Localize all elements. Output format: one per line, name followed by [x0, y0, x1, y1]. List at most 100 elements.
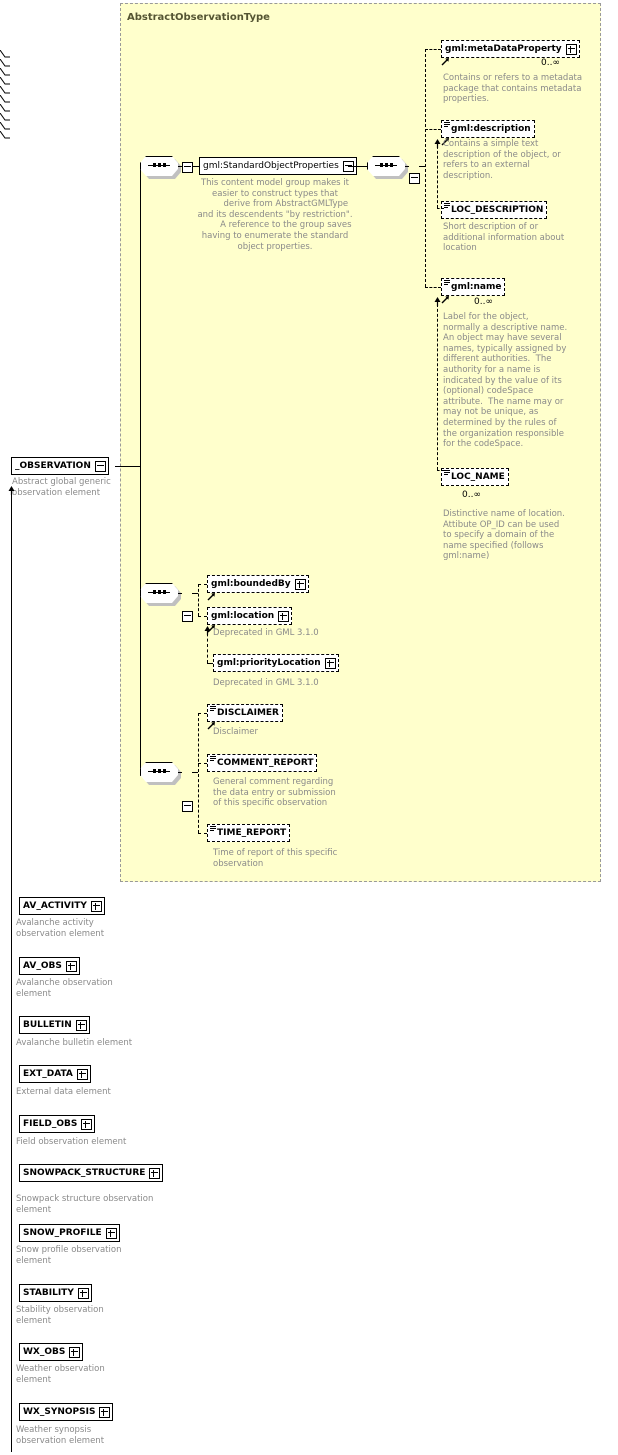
expand-plus-button[interactable] — [77, 1287, 89, 1299]
element-label: FIELD_OBS — [23, 1118, 78, 1129]
reference-arrow-icon — [441, 289, 450, 304]
seq1-stub2 — [192, 166, 199, 167]
element-gml-boundedby[interactable]: gml:boundedBy — [207, 575, 311, 601]
box-shadow — [90, 1288, 94, 1305]
element-ext-data[interactable]: EXT_DATA — [19, 1065, 93, 1088]
element-label: TIME_REPORT — [217, 827, 287, 838]
element-label: AV_OBS — [23, 960, 62, 971]
element-stability[interactable]: STABILITY — [19, 1284, 94, 1307]
annotation-loc-description: Short description of or additional infor… — [443, 222, 565, 254]
branch2-dashed-stub — [198, 616, 207, 617]
element-gml-name[interactable]: gml:name — [441, 278, 508, 304]
element-gml-prioritylocation[interactable]: gml:priorityLocation — [213, 654, 341, 677]
substitution-connector — [0, 125, 10, 139]
sequence-dot — [153, 163, 156, 167]
expand-plus-button[interactable] — [69, 1346, 81, 1358]
expand-plus-button[interactable] — [75, 1019, 87, 1031]
sequence-symbol-properties[interactable] — [367, 156, 408, 179]
sequence-dot — [153, 769, 156, 773]
text-content-icon — [444, 203, 450, 209]
box-shadow — [89, 1069, 93, 1086]
branch3-dashed-stub — [198, 833, 207, 834]
element-snowpack-structure[interactable]: SNOWPACK_STRUCTURE — [19, 1164, 166, 1187]
sequence-dot — [158, 590, 161, 594]
element-gml-description[interactable]: gml:description — [441, 120, 537, 146]
element-gml-location[interactable]: gml:location — [207, 607, 295, 633]
group-to-seq2 — [348, 166, 367, 167]
sub-link-location — [207, 628, 208, 663]
box-shadow — [118, 1228, 122, 1245]
element-av-activity[interactable]: AV_ACTIVITY — [19, 897, 107, 920]
expand-plus-button[interactable] — [149, 1167, 161, 1179]
element-time-report[interactable]: TIME_REPORT — [207, 824, 293, 847]
reference-arrow-icon — [441, 51, 450, 66]
element-label: SNOWPACK_STRUCTURE — [23, 1167, 146, 1178]
complex-type-container — [120, 3, 601, 882]
seq4-stub2 — [192, 772, 198, 773]
box-shadow — [112, 1407, 116, 1424]
branch1-dashed-trunk — [425, 49, 426, 287]
substitution-connector — [0, 80, 10, 94]
expand-plus-button[interactable] — [65, 960, 77, 972]
expand-plus-button[interactable] — [294, 578, 306, 590]
expand-plus-button[interactable] — [76, 1068, 88, 1080]
seq2-stub2 — [419, 166, 425, 167]
substitution-connector — [0, 44, 10, 58]
expand-plus-button[interactable] — [81, 1118, 93, 1130]
collapse-minus-sequence-4[interactable] — [182, 801, 193, 812]
annotation-comment-report: General comment regarding the data entry… — [213, 777, 336, 809]
branch3-dashed-stub — [198, 713, 207, 714]
group-ref-standard-object-properties[interactable]: gml:StandardObjectProperties — [199, 157, 359, 180]
element-av-obs[interactable]: AV_OBS — [19, 957, 82, 980]
cardinality-metadataproperty: 0..∞ — [541, 58, 560, 68]
collapse-minus-sequence-2[interactable] — [409, 173, 420, 184]
branch3-dashed-stub — [198, 763, 207, 764]
expand-plus-button[interactable] — [99, 1406, 111, 1418]
expand-plus-button[interactable] — [90, 900, 102, 912]
sequence-symbol-standard-object[interactable] — [140, 156, 181, 179]
seq3-stub2 — [192, 593, 198, 594]
element-loc-name[interactable]: LOC_NAME — [441, 468, 511, 491]
element-gml-metadataproperty[interactable]: gml:metaDataProperty — [441, 40, 582, 66]
substitution-connector — [0, 89, 10, 103]
collapse-minus-button[interactable] — [94, 460, 106, 472]
element-comment-report[interactable]: COMMENT_REPORT — [207, 754, 320, 777]
collapse-minus-sequence-3[interactable] — [182, 611, 193, 622]
element-wx-synopsis[interactable]: WX_SYNOPSIS — [19, 1403, 116, 1426]
sub-link-description-stub — [437, 208, 444, 209]
annotation-bulletin: Avalanche bulletin element — [16, 1038, 133, 1048]
element-bulletin[interactable]: BULLETIN — [19, 1016, 92, 1039]
element-disclaimer[interactable]: DISCLAIMER — [207, 704, 285, 730]
annotation-gml-metadataproperty: Contains or refers to a metadata package… — [443, 73, 583, 105]
element-wx-obs[interactable]: WX_OBS — [19, 1343, 86, 1366]
annotation-wx-obs: Weather observation element — [16, 1364, 105, 1385]
element-label: DISCLAIMER — [217, 707, 279, 718]
element-label: BULLETIN — [23, 1019, 72, 1030]
element-observation[interactable]: _OBSERVATION — [11, 457, 111, 480]
root-vertical-trunk — [140, 166, 141, 776]
expand-plus-button[interactable] — [105, 1227, 117, 1239]
text-content-icon — [444, 122, 450, 128]
collapse-minus-sequence-1[interactable] — [182, 162, 193, 173]
expand-plus-button[interactable] — [565, 43, 577, 55]
annotation-snow-profile: Snow profile observation element — [16, 1245, 122, 1266]
expand-plus-button[interactable] — [278, 610, 290, 622]
cardinality-name: 0..∞ — [474, 297, 493, 307]
substitution-group-arrow-icon — [433, 291, 442, 306]
branch1-dashed-stub — [425, 129, 441, 130]
element-loc-description[interactable]: LOC_DESCRIPTION — [441, 201, 550, 224]
expand-plus-button[interactable] — [324, 657, 336, 669]
root-trunk — [115, 466, 140, 467]
reference-arrow-icon — [207, 586, 216, 601]
sequence-symbol-report[interactable] — [140, 762, 181, 785]
element-snow-profile[interactable]: SNOW_PROFILE — [19, 1224, 122, 1247]
substitution-group-arrow-icon — [433, 133, 442, 148]
annotation-standard-object-properties: This content model group makes it easier… — [197, 178, 353, 252]
annotation-disclaimer: Disclaimer — [213, 727, 258, 737]
box-shadow — [162, 1168, 166, 1185]
substitution-group-arrow-icon — [203, 620, 212, 635]
sequence-symbol-location[interactable] — [140, 583, 181, 606]
element-field-obs[interactable]: FIELD_OBS — [19, 1115, 98, 1138]
seq1-stub — [178, 166, 182, 167]
element-label: gml:StandardObjectProperties — [203, 160, 339, 171]
